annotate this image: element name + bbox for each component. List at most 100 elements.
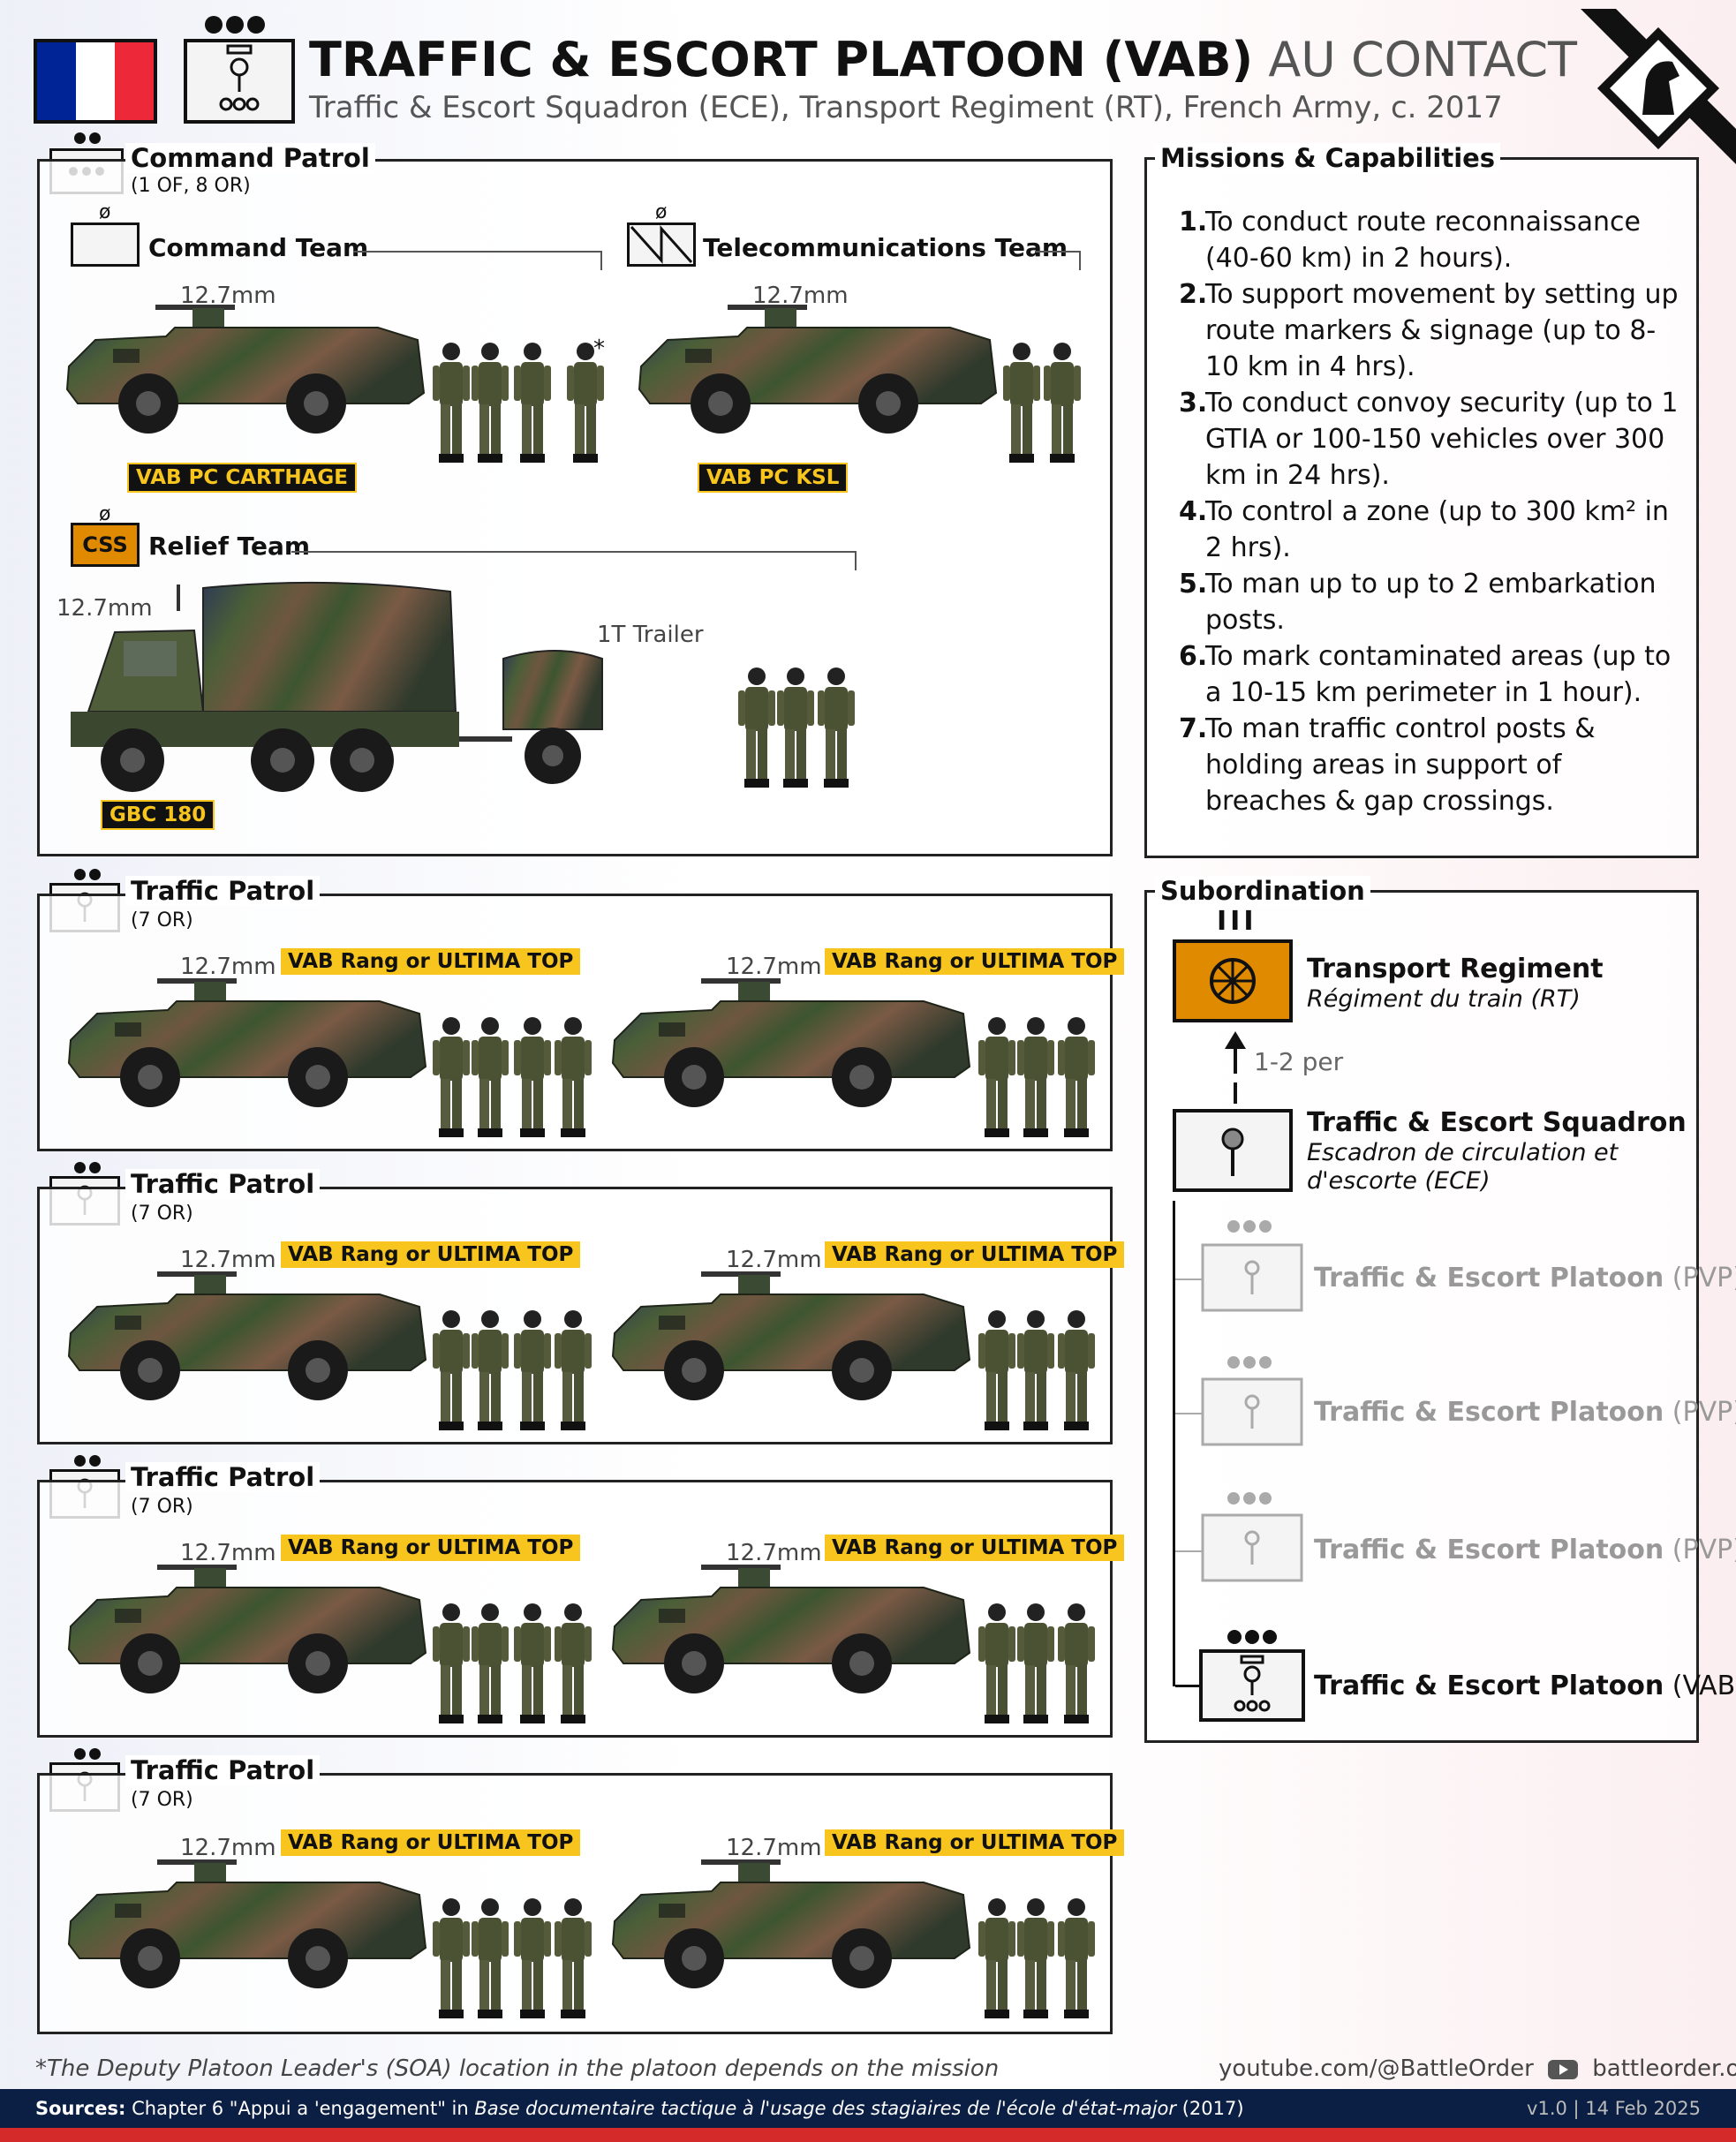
command-patrol-label: Command Patrol xyxy=(125,143,375,173)
soldier xyxy=(1056,1602,1097,1725)
footnote: *The Deputy Platoon Leader's (SOA) locat… xyxy=(35,2055,1000,2082)
mission-item: 1.To conduct route reconnaissance (40-60… xyxy=(1179,207,1641,274)
soldier xyxy=(470,1602,510,1725)
lightning-icon xyxy=(630,225,693,264)
traffic-icon xyxy=(1221,1128,1244,1176)
traffic-patrol-strength: (7 OR) xyxy=(131,1496,193,1518)
soldier xyxy=(553,1897,593,2020)
flag-red xyxy=(115,42,154,120)
mission-item: 7.To man traffic control posts & holding… xyxy=(1179,713,1596,817)
section-echelon-dots xyxy=(74,1162,101,1173)
soldier xyxy=(977,1602,1017,1725)
sources-footer: Sources: Chapter 6 "Appui a 'engagement"… xyxy=(0,2089,1736,2128)
soldier xyxy=(431,1897,472,2020)
platoon-name: Traffic & Escort Platoon (PVP) xyxy=(1314,1535,1736,1565)
traffic-patrol-strength: (7 OR) xyxy=(131,909,193,931)
arrow-up-icon xyxy=(1225,1031,1246,1104)
version-label: v1.0 | 14 Feb 2025 xyxy=(1527,2098,1701,2119)
traffic-patrol-strength: (7 OR) xyxy=(131,1203,193,1225)
traffic-patrol-label: Traffic Patrol xyxy=(125,1755,321,1785)
soldier xyxy=(512,341,553,464)
youtube-link[interactable]: youtube.com/@BattleOrder xyxy=(1219,2055,1534,2082)
soldier xyxy=(470,341,510,464)
platoon-unit-symbol xyxy=(184,39,295,124)
soldier xyxy=(1015,1897,1056,2020)
soldier xyxy=(1056,1897,1097,2020)
vab-pc-ksl-vehicle xyxy=(632,305,1003,437)
soldier xyxy=(1056,1309,1097,1432)
branch-line xyxy=(1175,1413,1202,1414)
vab-pc-ksl-tag: VAB PC KSL xyxy=(698,463,849,493)
vehicle-tag: VAB Rang or ULTIMA TOP xyxy=(825,1241,1125,1268)
soldier xyxy=(1001,341,1042,464)
vab-vehicle xyxy=(62,978,433,1111)
battle-order-logo xyxy=(1581,9,1736,164)
soldier xyxy=(470,1015,510,1139)
gbc-180-tag: GBC 180 xyxy=(101,800,215,830)
platoon-echelon-dots xyxy=(205,16,265,34)
vab-pc-carthage-vehicle xyxy=(60,305,431,437)
hierarchy-line xyxy=(1173,1201,1175,1686)
mission-item: 3.To conduct convoy security (up to 1 GT… xyxy=(1179,388,1679,491)
flag-blue xyxy=(37,42,76,120)
section-echelon-dots xyxy=(74,869,101,880)
command-patrol-strength: (1 OF, 8 OR) xyxy=(131,175,251,197)
vehicle-tag: VAB Rang or ULTIMA TOP xyxy=(281,1829,581,1856)
soldier xyxy=(431,1602,472,1725)
soldier xyxy=(553,1309,593,1432)
page-title: TRAFFIC & ESCORT PLATOON (VAB) AU CONTAC… xyxy=(309,32,1578,87)
traffic-patrol-strength: (7 OR) xyxy=(131,1789,193,1811)
page-subtitle: Traffic & Escort Squadron (ECE), Transpo… xyxy=(309,90,1503,125)
soldier xyxy=(553,1015,593,1139)
relief-team-caliber: 12.7mm xyxy=(57,595,153,622)
vab-vehicle xyxy=(62,1859,433,1992)
platoon-symbol-vab xyxy=(1199,1649,1305,1722)
null-mark: ø xyxy=(655,201,668,223)
soldier xyxy=(512,1897,553,2020)
command-team-label: Command Team xyxy=(148,233,369,262)
vab-vehicle xyxy=(606,978,977,1111)
soldier xyxy=(977,1897,1017,2020)
traffic-patrol-label: Traffic Patrol xyxy=(125,1462,321,1492)
command-team-bracket xyxy=(353,251,602,270)
vab-pc-carthage-tag: VAB PC CARTHAGE xyxy=(127,463,358,493)
trailer-label: 1T Trailer xyxy=(597,622,704,648)
vab-vehicle xyxy=(606,1859,977,1992)
soldier xyxy=(470,1309,510,1432)
telecom-team-symbol xyxy=(627,222,696,267)
branch-line xyxy=(1175,1550,1202,1552)
site-link[interactable]: battleorder.org xyxy=(1592,2055,1736,2082)
traffic-patrol-label: Traffic Patrol xyxy=(125,1169,321,1199)
soldier xyxy=(977,1309,1017,1432)
soldier xyxy=(512,1015,553,1139)
css-label: CSS xyxy=(82,532,128,557)
soldier xyxy=(1042,341,1083,464)
null-mark: ø xyxy=(99,503,111,525)
soldier xyxy=(512,1309,553,1432)
mission-item: 6.To mark contaminated areas (up to a 10… xyxy=(1179,641,1672,708)
vab-vehicle xyxy=(62,1565,433,1697)
vab-vehicle xyxy=(606,1565,977,1697)
credits: youtube.com/@BattleOrder battleorder.org… xyxy=(1219,2055,1736,2082)
squadron-symbol xyxy=(1173,1109,1293,1192)
footer-stripe xyxy=(0,2128,1736,2142)
vehicle-tag: VAB Rang or ULTIMA TOP xyxy=(825,948,1125,975)
soldier xyxy=(775,666,816,789)
platoon-echelon-dots xyxy=(1227,1630,1277,1644)
regiment-echelon: III xyxy=(1217,906,1257,937)
gbc-180-truck xyxy=(62,579,609,809)
caliber: 12.7mm xyxy=(726,1247,822,1273)
soldier xyxy=(431,341,472,464)
platoon-symbol-grey xyxy=(1201,1243,1303,1312)
command-team-symbol xyxy=(71,222,140,267)
soldier xyxy=(512,1602,553,1725)
vab-vehicle xyxy=(62,1271,433,1404)
caliber: 12.7mm xyxy=(180,1835,276,1861)
null-mark: ø xyxy=(99,201,111,223)
platoon-echelon-dots xyxy=(1227,1356,1272,1369)
soldier xyxy=(431,1309,472,1432)
subordination-panel xyxy=(1144,890,1699,1743)
platoon-symbol-grey xyxy=(1201,1513,1303,1582)
platoon-name-vab: Traffic & Escort Platoon (VAB) xyxy=(1314,1671,1736,1701)
youtube-icon xyxy=(1548,2059,1579,2079)
